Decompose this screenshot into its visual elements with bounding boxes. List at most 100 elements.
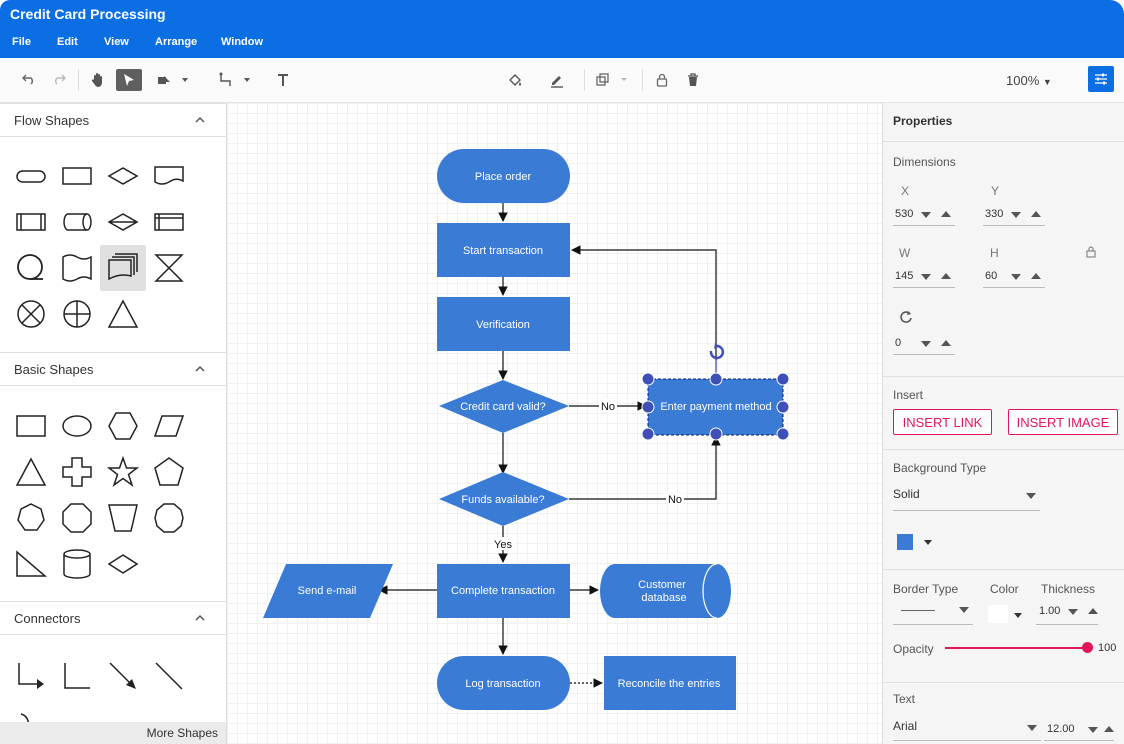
increment-icon[interactable] xyxy=(1088,608,1098,614)
shape-multi-document[interactable] xyxy=(100,245,146,291)
node-funds-available[interactable]: Funds available? xyxy=(439,472,569,526)
node-customer-database[interactable]: Customer database xyxy=(600,563,731,619)
increment-icon[interactable] xyxy=(941,273,951,279)
shape-hexagon[interactable] xyxy=(100,403,146,449)
properties-toggle-icon[interactable] xyxy=(1088,66,1114,92)
font-family-dropdown[interactable]: Arial xyxy=(893,719,1041,741)
chevron-up-icon[interactable] xyxy=(194,612,206,624)
chevron-up-icon[interactable] xyxy=(194,363,206,375)
node-place-order[interactable]: Place order xyxy=(437,149,570,203)
zoom-dropdown[interactable]: 100% ▼ xyxy=(1006,73,1052,88)
select-pointer-icon[interactable] xyxy=(116,69,142,91)
shape-extract[interactable] xyxy=(100,291,146,337)
shape-paper-tape[interactable] xyxy=(54,245,100,291)
border-type-dropdown[interactable] xyxy=(893,601,973,625)
menu-arrange[interactable]: Arrange xyxy=(155,36,198,48)
shape-sort[interactable] xyxy=(100,199,146,245)
shape-process[interactable] xyxy=(54,153,100,199)
node-start-transaction[interactable]: Start transaction xyxy=(437,223,570,277)
node-send-email[interactable]: Send e-mail xyxy=(263,564,393,618)
increment-icon[interactable] xyxy=(1104,726,1114,732)
slider-thumb[interactable] xyxy=(1082,642,1093,653)
menu-edit[interactable]: Edit xyxy=(57,36,78,48)
shape-plus[interactable] xyxy=(54,449,100,495)
undo-icon[interactable] xyxy=(20,69,38,91)
border-color-picker[interactable] xyxy=(986,603,1022,625)
shape-rectangle[interactable] xyxy=(8,403,54,449)
background-type-dropdown[interactable]: Solid xyxy=(893,487,1040,511)
width-input[interactable]: 145 xyxy=(893,266,955,288)
shape-octagon[interactable] xyxy=(54,495,100,541)
shape-pentagon[interactable] xyxy=(146,449,192,495)
node-complete-transaction[interactable]: Complete transaction xyxy=(437,564,570,618)
background-color-picker[interactable] xyxy=(893,531,935,555)
shape-heptagon[interactable] xyxy=(8,495,54,541)
height-input[interactable]: 60 xyxy=(983,266,1045,288)
selection-handles[interactable] xyxy=(641,343,790,441)
connector-orthogonal[interactable] xyxy=(54,653,100,699)
shape-collate[interactable] xyxy=(146,245,192,291)
redo-icon[interactable] xyxy=(50,69,68,91)
decrement-icon[interactable] xyxy=(921,212,931,218)
shapes-icon[interactable] xyxy=(156,69,192,91)
shape-diamond[interactable] xyxy=(100,541,146,587)
shape-triangle[interactable] xyxy=(8,449,54,495)
node-log-transaction[interactable]: Log transaction xyxy=(437,656,570,710)
order-icon[interactable] xyxy=(595,69,633,91)
menu-window[interactable]: Window xyxy=(221,36,264,48)
menu-view[interactable]: View xyxy=(104,36,129,48)
diagram-canvas[interactable]: No No Yes Place order Start transaction … xyxy=(227,103,882,744)
chevron-up-icon[interactable] xyxy=(194,114,206,126)
decrement-icon[interactable] xyxy=(1088,727,1098,733)
node-credit-card-valid[interactable]: Credit card valid? xyxy=(439,380,569,433)
shape-predefined-process[interactable] xyxy=(8,199,54,245)
font-size-input[interactable]: 12.00 xyxy=(1044,719,1114,741)
fill-color-icon[interactable] xyxy=(505,69,525,91)
shape-cylinder[interactable] xyxy=(54,541,100,587)
shape-parallelogram[interactable] xyxy=(146,403,192,449)
more-shapes-button[interactable]: More Shapes xyxy=(0,722,226,744)
text-icon[interactable] xyxy=(274,69,292,91)
increment-icon[interactable] xyxy=(1031,211,1041,217)
connector-straight-arrow[interactable] xyxy=(100,653,146,699)
palette-header-basic[interactable]: Basic Shapes xyxy=(0,352,226,386)
aspect-lock-icon[interactable] xyxy=(1086,246,1096,258)
rotate-handle-icon[interactable] xyxy=(709,343,725,360)
opacity-slider[interactable] xyxy=(945,641,1093,655)
shape-internal-storage[interactable] xyxy=(146,199,192,245)
stroke-color-icon[interactable] xyxy=(547,69,567,91)
shape-trapezoid[interactable] xyxy=(100,495,146,541)
shape-decision[interactable] xyxy=(100,153,146,199)
y-input[interactable]: 330 xyxy=(983,204,1045,226)
shape-right-triangle[interactable] xyxy=(8,541,54,587)
node-reconcile-entries[interactable]: Reconcile the entries xyxy=(604,656,736,710)
connector-icon[interactable] xyxy=(218,69,254,91)
decrement-icon[interactable] xyxy=(921,341,931,347)
shape-or[interactable] xyxy=(54,291,100,337)
increment-icon[interactable] xyxy=(1031,273,1041,279)
shape-sequential-data[interactable] xyxy=(8,245,54,291)
connector-orthogonal-arrow[interactable] xyxy=(8,653,54,699)
node-verification[interactable]: Verification xyxy=(437,297,570,351)
shape-star[interactable] xyxy=(100,449,146,495)
delete-icon[interactable] xyxy=(684,69,702,91)
shape-decagon[interactable] xyxy=(146,495,192,541)
increment-icon[interactable] xyxy=(941,340,951,346)
insert-image-button[interactable]: INSERT IMAGE xyxy=(1008,409,1118,435)
lock-icon[interactable] xyxy=(653,69,671,91)
decrement-icon[interactable] xyxy=(921,274,931,280)
border-thickness-input[interactable]: 1.00 xyxy=(1036,601,1098,625)
shape-document[interactable] xyxy=(146,153,192,199)
node-enter-payment-method[interactable]: Enter payment method xyxy=(647,378,784,436)
shape-summing-junction[interactable] xyxy=(8,291,54,337)
palette-header-connectors[interactable]: Connectors xyxy=(0,601,226,635)
decrement-icon[interactable] xyxy=(1011,212,1021,218)
pan-hand-icon[interactable] xyxy=(88,69,108,91)
increment-icon[interactable] xyxy=(941,211,951,217)
rotation-input[interactable]: 0 xyxy=(893,333,955,355)
x-input[interactable]: 530 xyxy=(893,204,955,226)
decrement-icon[interactable] xyxy=(1011,274,1021,280)
shape-ellipse[interactable] xyxy=(54,403,100,449)
decrement-icon[interactable] xyxy=(1068,609,1078,615)
connector-straight[interactable] xyxy=(146,653,192,699)
